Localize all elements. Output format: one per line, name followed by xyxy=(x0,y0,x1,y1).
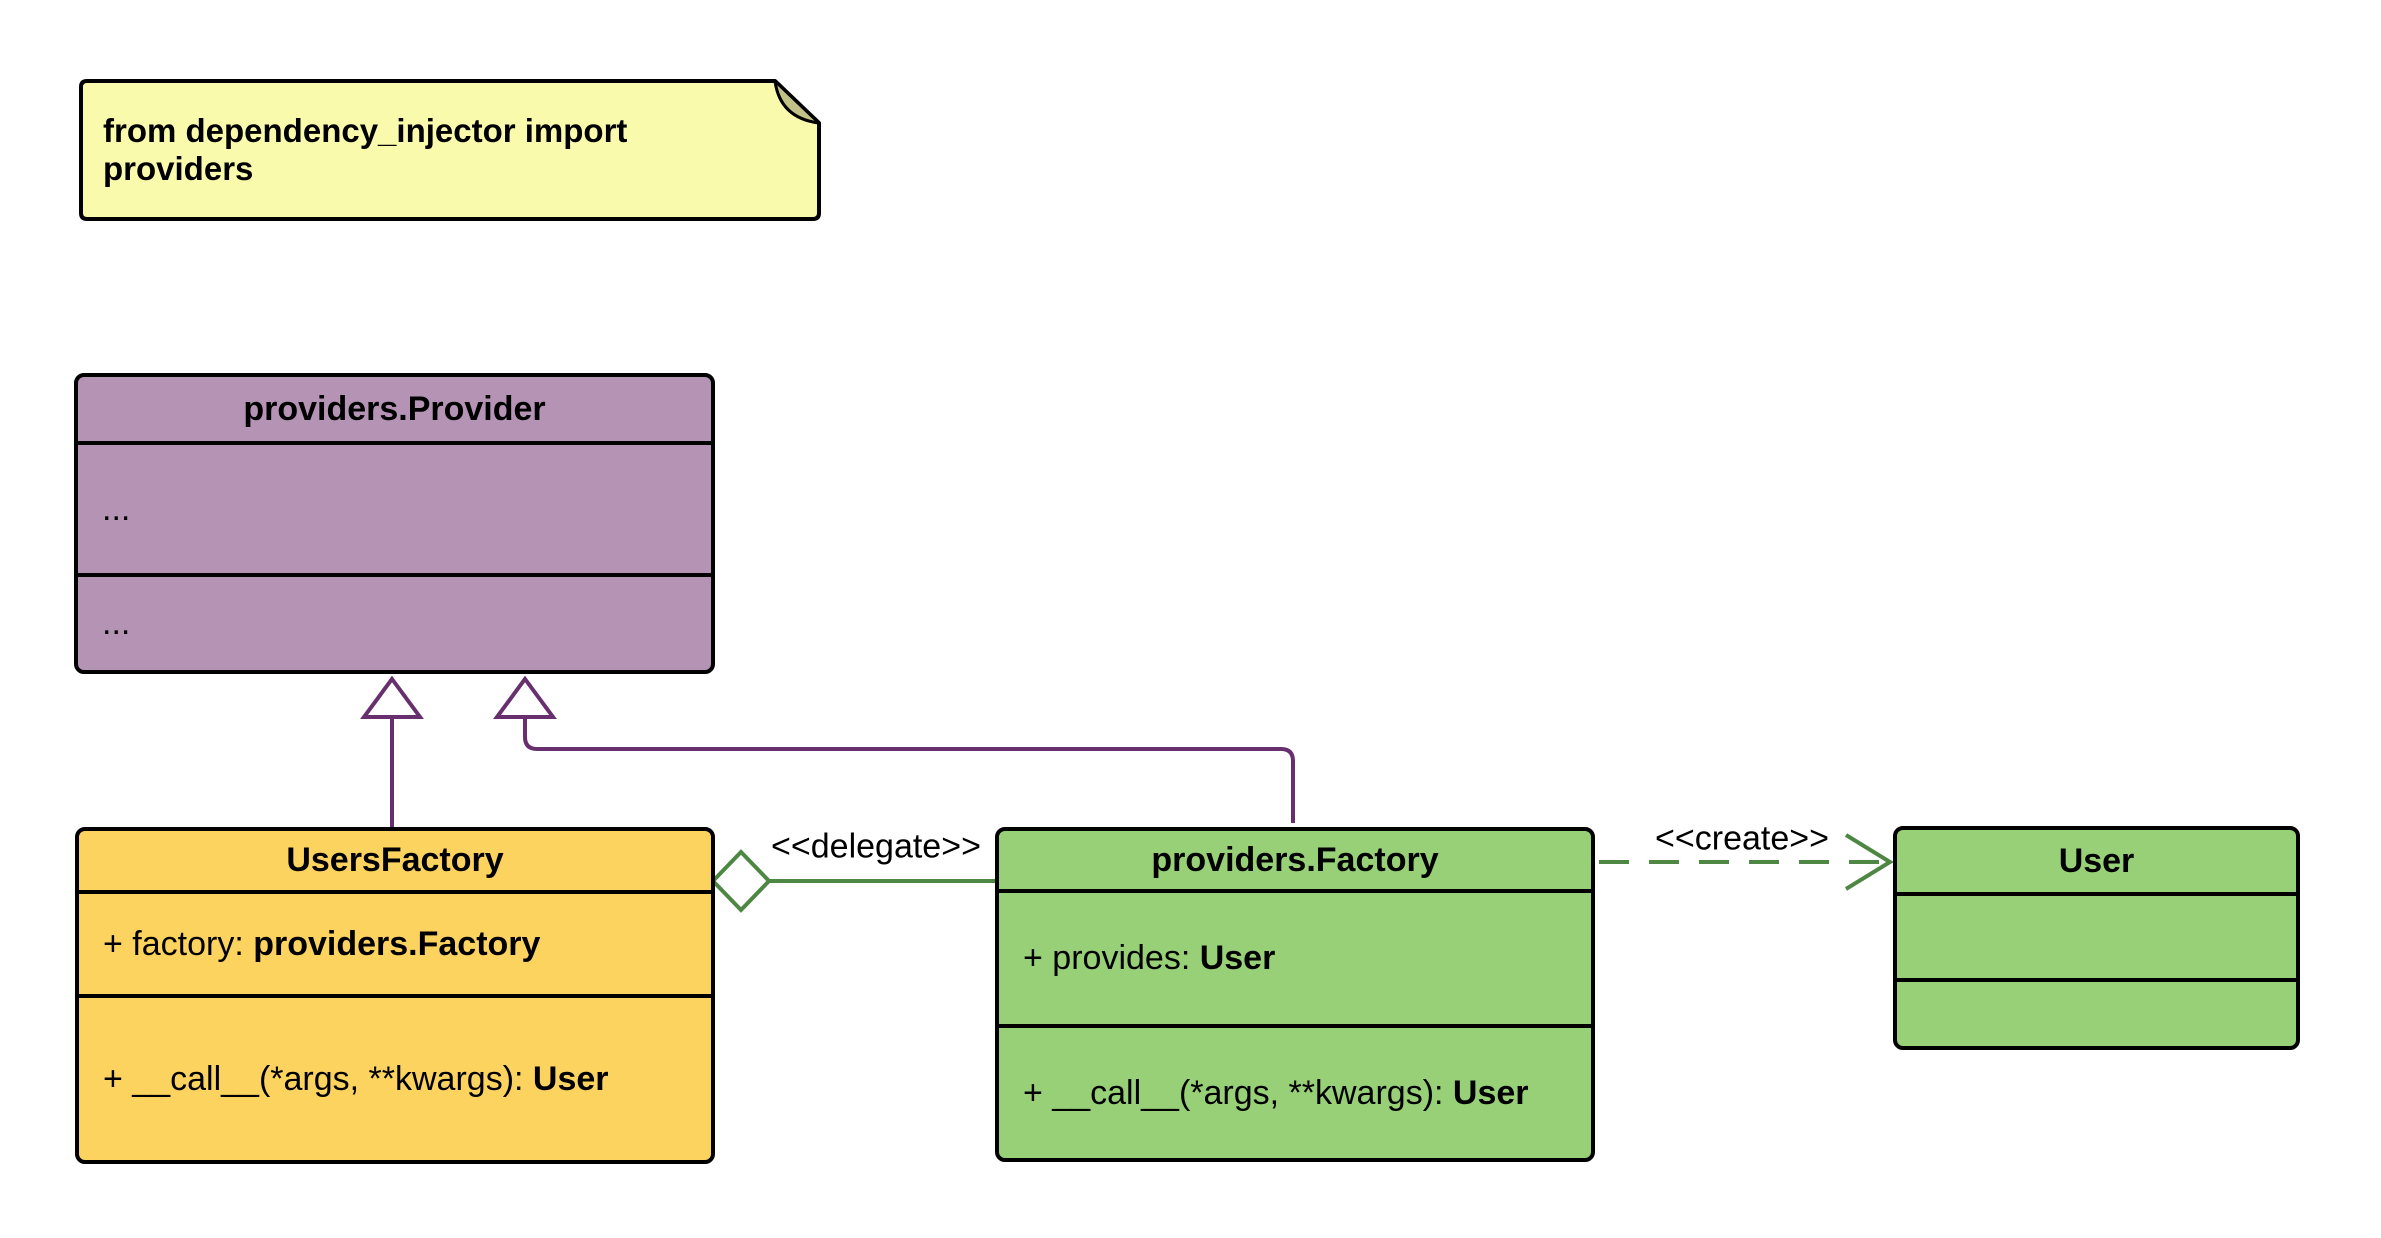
class-attributes: + factory: providers.Factory xyxy=(79,894,711,998)
class-attributes: ... xyxy=(78,445,711,577)
class-providers-factory: providers.Factory + provides: User + __c… xyxy=(995,827,1595,1162)
class-user: User xyxy=(1893,826,2300,1050)
class-title: providers.Factory xyxy=(999,831,1591,893)
method-text: + __call__(*args, **kwargs): User xyxy=(1023,1073,1529,1112)
method-text: ... xyxy=(102,604,131,642)
class-methods: + __call__(*args, **kwargs): User xyxy=(79,998,711,1160)
class-title: providers.Provider xyxy=(78,377,711,445)
attribute-text: + factory: providers.Factory xyxy=(103,924,541,963)
generalization-arrowhead-factory xyxy=(493,675,557,719)
aggregation-diamond xyxy=(710,849,772,913)
class-attributes: + provides: User xyxy=(999,893,1591,1028)
class-providers-provider: providers.Provider ... ... xyxy=(74,373,715,674)
attribute-text: + provides: User xyxy=(1023,939,1276,977)
class-methods: ... xyxy=(78,577,711,670)
method-text: + __call__(*args, **kwargs): User xyxy=(103,1059,609,1098)
note-text: from dependency_injector import provider… xyxy=(103,112,628,187)
generalization-line-factory xyxy=(523,717,1295,823)
note-shape xyxy=(79,79,821,221)
class-title: User xyxy=(1897,830,2296,896)
class-attributes xyxy=(1897,896,2296,982)
class-title: UsersFactory xyxy=(79,831,711,894)
class-methods: + __call__(*args, **kwargs): User xyxy=(999,1028,1591,1158)
attribute-text: ... xyxy=(102,489,131,528)
create-label: <<create>> xyxy=(1655,819,1829,858)
create-open-arrowhead xyxy=(1844,833,1894,891)
class-users-factory: UsersFactory + factory: providers.Factor… xyxy=(75,827,715,1164)
note-fold-icon xyxy=(773,79,821,125)
generalization-arrowhead-usersfactory xyxy=(360,675,424,719)
delegate-label: <<delegate>> xyxy=(771,827,981,866)
note-import-providers: from dependency_injector import provider… xyxy=(75,75,825,225)
class-methods xyxy=(1897,982,2296,1046)
